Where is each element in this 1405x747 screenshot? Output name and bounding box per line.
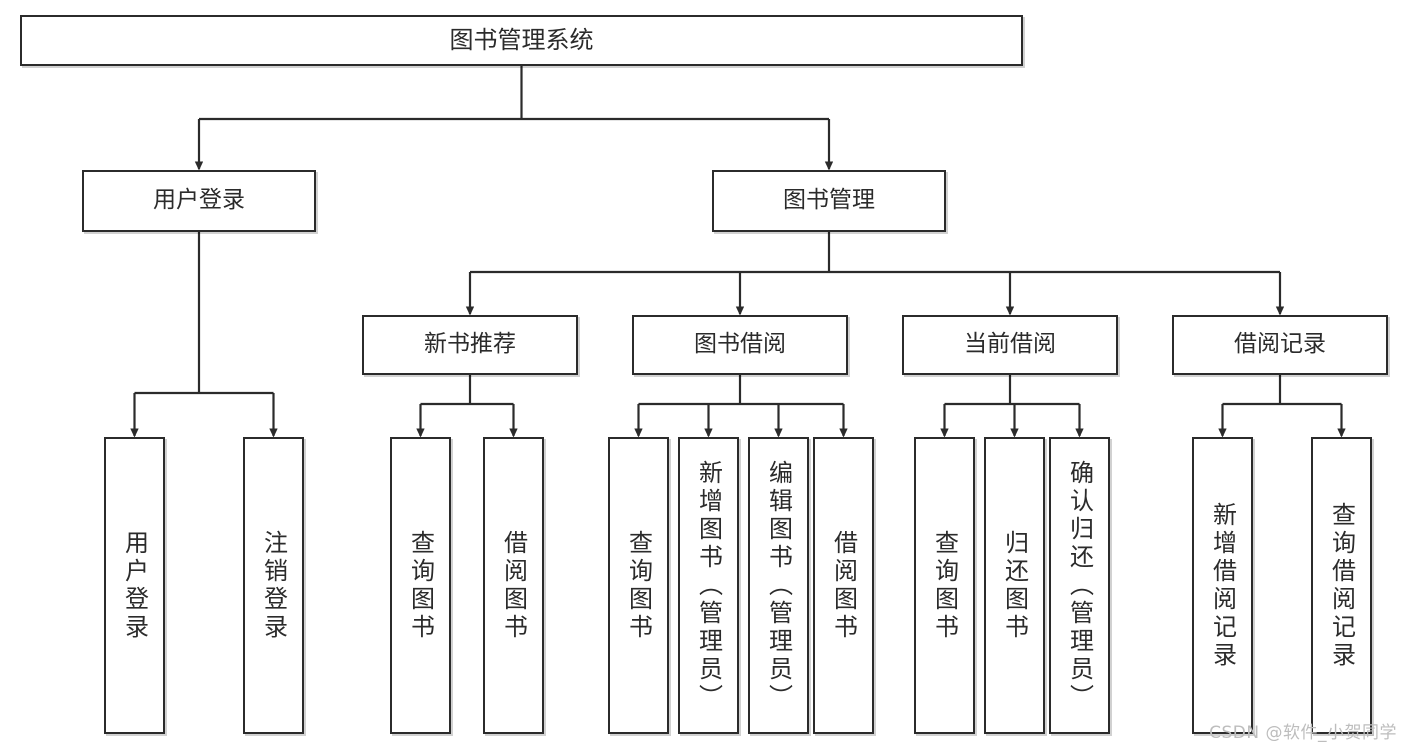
- node-label: 用户登录: [120, 529, 149, 642]
- node-leaf-user-login[interactable]: 用户登录: [104, 437, 165, 734]
- node-label: 查询图书: [406, 529, 435, 642]
- node-leaf-query-book-2[interactable]: 查询图书: [608, 437, 669, 734]
- node-label: 用户登录: [153, 187, 245, 214]
- node-label: 当前借阅: [964, 331, 1056, 358]
- node-label: 新增借阅记录: [1208, 501, 1237, 670]
- node-borrow-record[interactable]: 借阅记录: [1172, 315, 1388, 375]
- node-leaf-borrow-book-1[interactable]: 借阅图书: [483, 437, 544, 734]
- node-label: 新书推荐: [424, 331, 516, 358]
- node-book-mgmt[interactable]: 图书管理: [712, 170, 946, 232]
- node-label: 确认归还（管理员）: [1065, 459, 1094, 712]
- node-label: 查询图书: [624, 529, 653, 642]
- node-leaf-add-book[interactable]: 新增图书（管理员）: [678, 437, 739, 734]
- node-label: 图书借阅: [694, 331, 786, 358]
- watermark-text: CSDN @软件_小贺同学: [1209, 723, 1397, 743]
- node-label: 编辑图书（管理员）: [764, 459, 793, 712]
- node-leaf-query-book-3[interactable]: 查询图书: [914, 437, 975, 734]
- node-user-login[interactable]: 用户登录: [82, 170, 316, 232]
- node-label: 查询图书: [930, 529, 959, 642]
- node-label: 归还图书: [1000, 529, 1029, 642]
- node-new-book-rec[interactable]: 新书推荐: [362, 315, 578, 375]
- node-book-borrow[interactable]: 图书借阅: [632, 315, 848, 375]
- node-leaf-return-book[interactable]: 归还图书: [984, 437, 1045, 734]
- node-label: 注销登录: [259, 529, 288, 642]
- node-root[interactable]: 图书管理系统: [20, 15, 1023, 66]
- node-label: 新增图书（管理员）: [694, 459, 723, 712]
- node-leaf-edit-book[interactable]: 编辑图书（管理员）: [748, 437, 809, 734]
- node-leaf-query-book-1[interactable]: 查询图书: [390, 437, 451, 734]
- node-current-borrow[interactable]: 当前借阅: [902, 315, 1118, 375]
- node-leaf-logout[interactable]: 注销登录: [243, 437, 304, 734]
- node-label: 查询借阅记录: [1327, 501, 1356, 670]
- node-label: 图书管理系统: [449, 26, 594, 55]
- node-leaf-query-record[interactable]: 查询借阅记录: [1311, 437, 1372, 734]
- node-leaf-borrow-book-2[interactable]: 借阅图书: [813, 437, 874, 734]
- connector-lines: [130, 66, 1346, 438]
- node-label: 借阅图书: [499, 529, 528, 642]
- node-label: 借阅记录: [1234, 331, 1326, 358]
- node-label: 图书管理: [783, 187, 875, 214]
- node-leaf-confirm-ret[interactable]: 确认归还（管理员）: [1049, 437, 1110, 734]
- node-label: 借阅图书: [829, 529, 858, 642]
- node-leaf-add-record[interactable]: 新增借阅记录: [1192, 437, 1253, 734]
